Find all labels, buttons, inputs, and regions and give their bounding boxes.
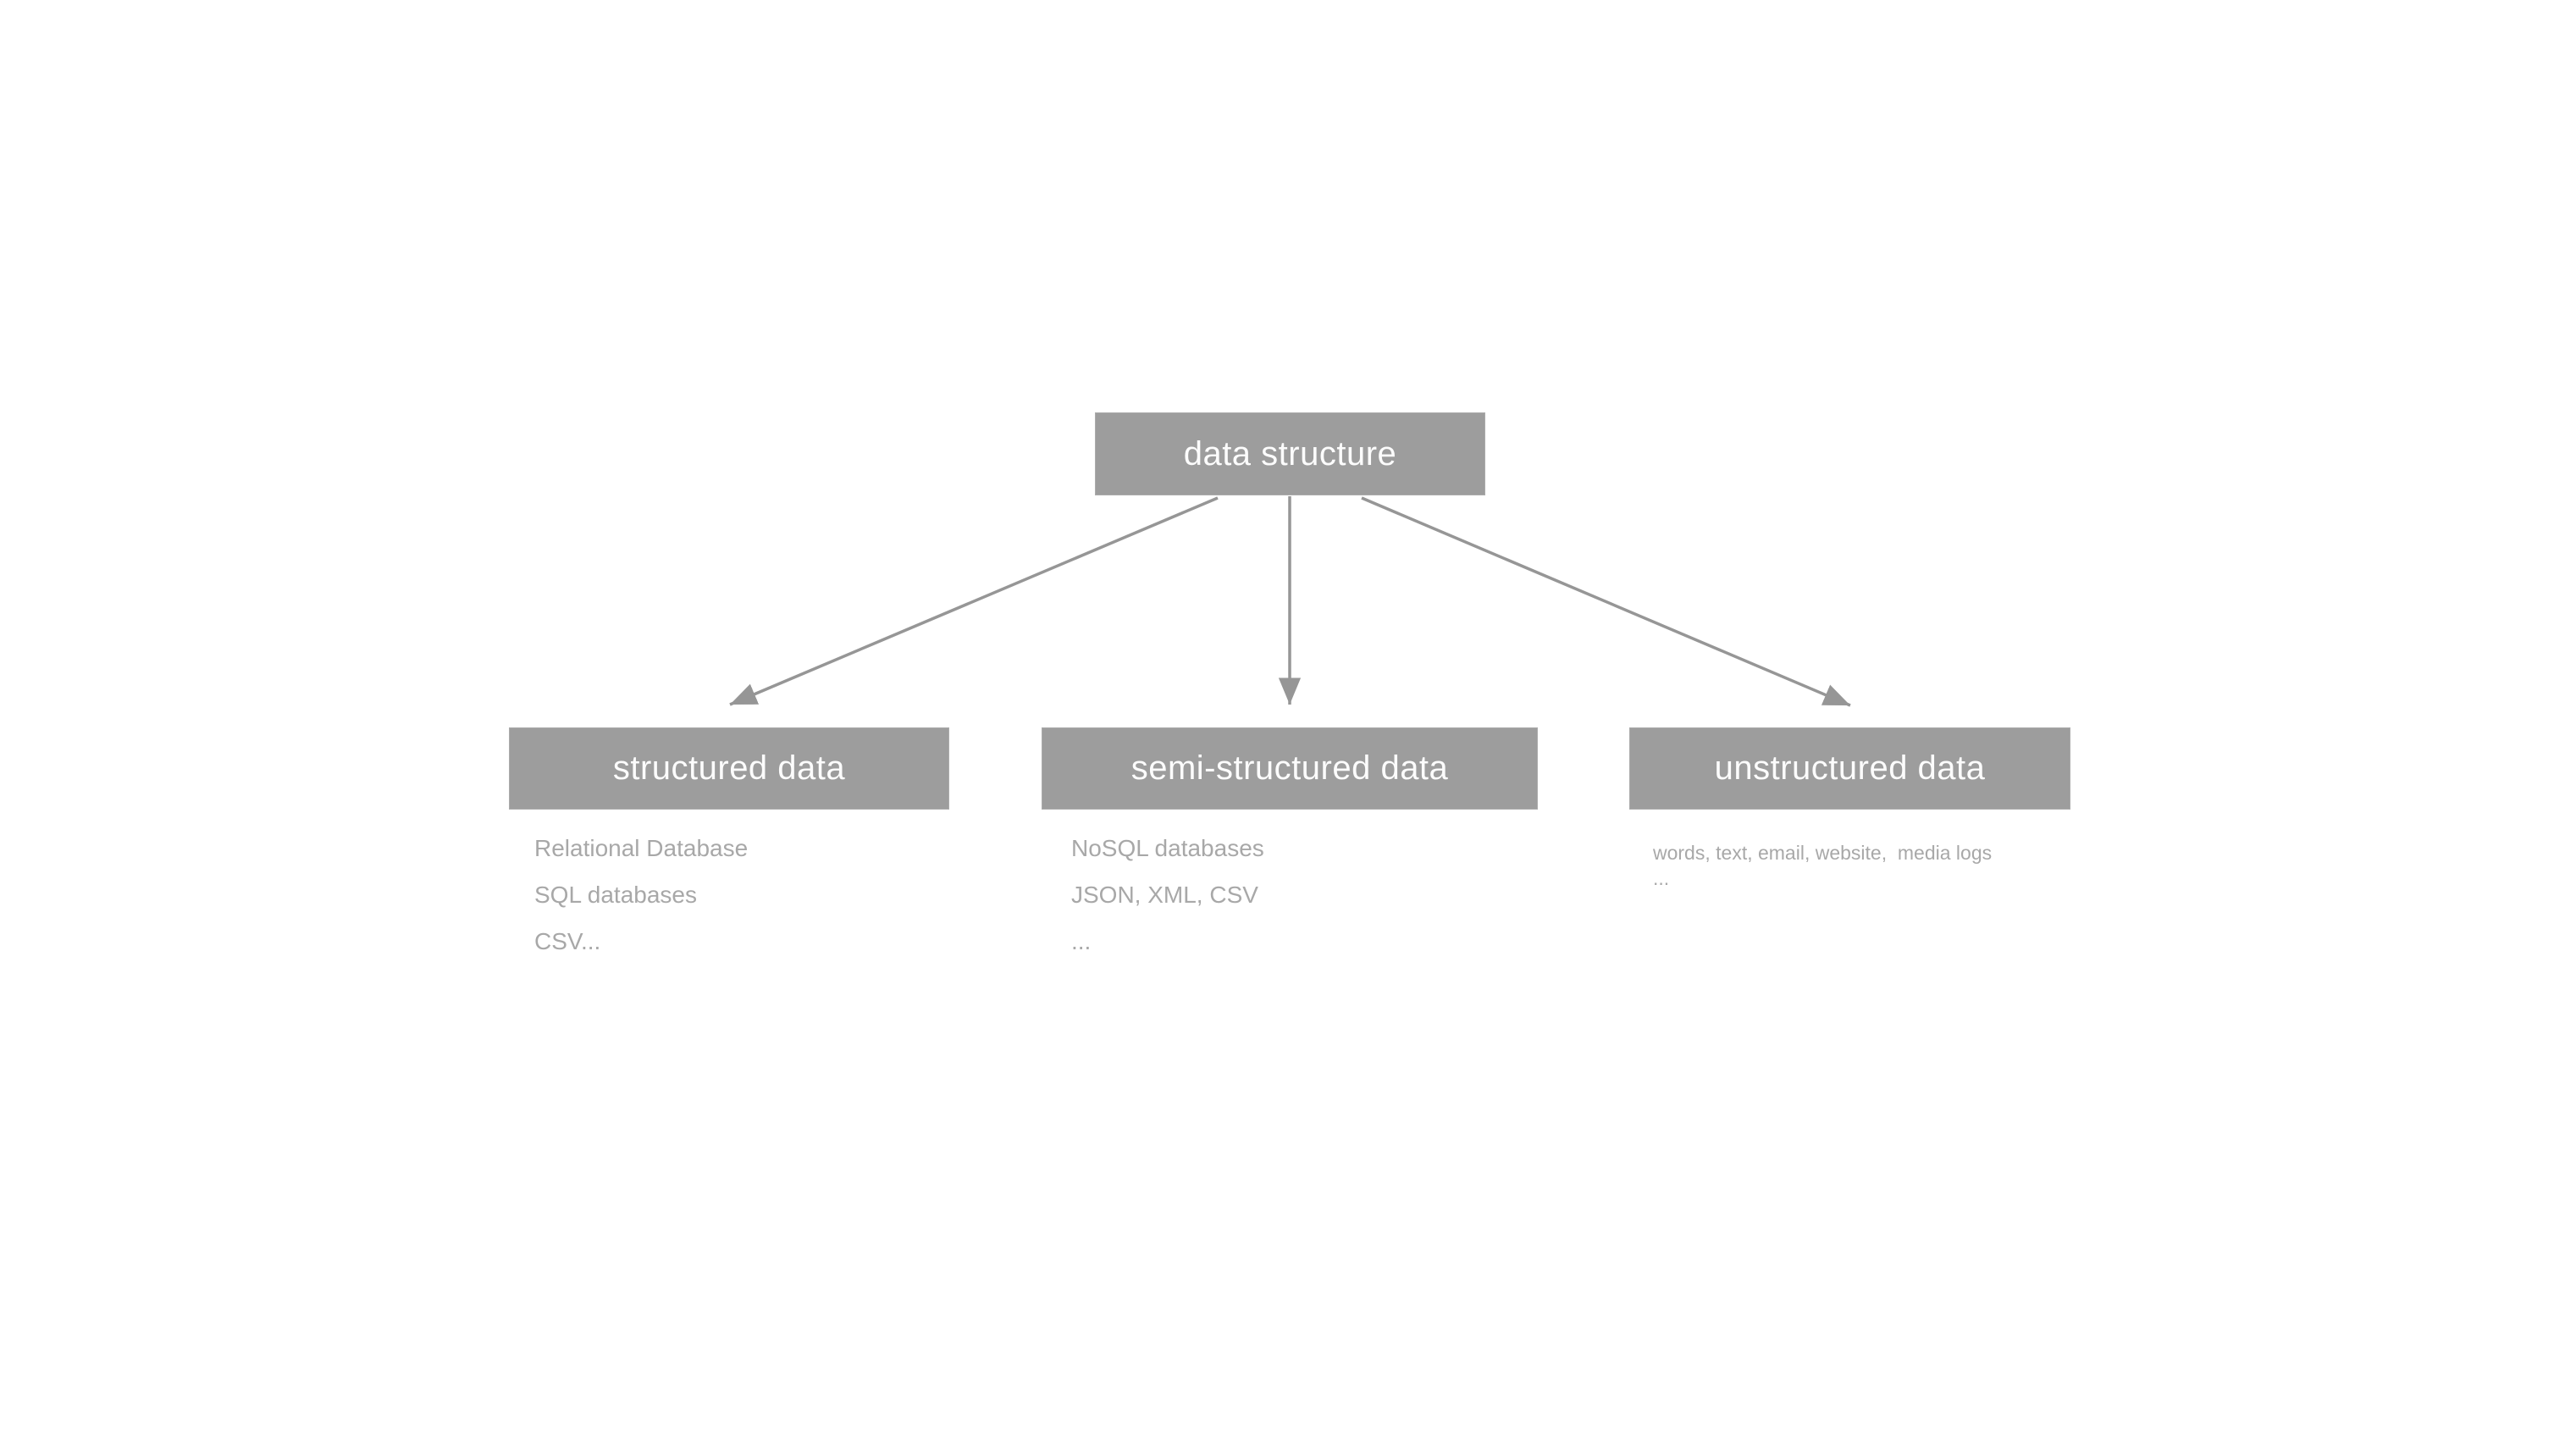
branch-node-semi-structured-data: semi-structured data — [1042, 727, 1538, 810]
list-item: JSON, XML, CSV — [1071, 882, 1258, 908]
branch-node-label: structured data — [612, 749, 846, 787]
list-item: ... — [1071, 928, 1092, 954]
list-item: NoSQL databases — [1071, 835, 1264, 861]
branch-node-structured-data: structured data — [509, 727, 949, 810]
connector-arrow-left — [729, 496, 1219, 706]
branch-node-label: unstructured data — [1714, 749, 1986, 787]
unstructured-data-examples-list: words, text, email, website, media logs … — [1653, 840, 1992, 891]
list-item: SQL databases — [534, 882, 697, 908]
root-node-data-structure: data structure — [1095, 412, 1485, 495]
list-item: CSV... — [534, 928, 601, 954]
semi-structured-data-examples-list: NoSQL databases JSON, XML, CSV ... — [1071, 825, 1264, 965]
branch-node-unstructured-data: unstructured data — [1629, 727, 2070, 810]
list-item: ... — [1653, 867, 1670, 889]
list-item: Relational Database — [534, 835, 749, 861]
connector-arrow-right — [1361, 496, 1851, 707]
list-item: words, text, email, website, media logs — [1653, 842, 1993, 864]
branch-node-label: semi-structured data — [1130, 749, 1449, 787]
root-node-label: data structure — [1183, 434, 1397, 473]
structured-data-examples-list: Relational Database SQL databases CSV... — [534, 825, 748, 965]
